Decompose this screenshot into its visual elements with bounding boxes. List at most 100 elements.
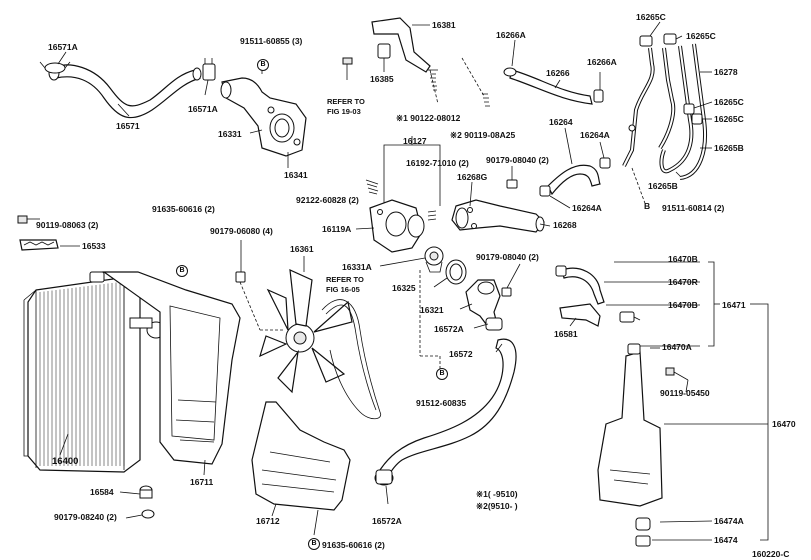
label-16470B-2: 16470B	[668, 300, 698, 310]
thermostat-16331A	[424, 246, 444, 273]
label-16325: 16325	[392, 283, 416, 293]
label-92122-60828: 92122-60828 (2)	[296, 195, 359, 205]
label-16264: 16264	[549, 117, 573, 127]
label-90179-06080: 90179-06080 (4)	[210, 226, 273, 236]
bracket-16381	[371, 17, 431, 73]
label-90179-08040-mid: 90179-08040 (2)	[476, 252, 539, 262]
label-16572: 16572	[449, 349, 473, 359]
label-16470A: 16470A	[662, 342, 692, 352]
note-1: ※1( -9510)	[476, 489, 518, 499]
label-16712: 16712	[256, 516, 280, 526]
label-16278: 16278	[714, 67, 738, 77]
label-16385: 16385	[370, 74, 394, 84]
badge-b-91635-bottom: B	[308, 538, 320, 550]
label-16265C-1: 16265C	[636, 12, 666, 22]
bracket-16127	[383, 144, 441, 152]
label-16571: 16571	[116, 121, 140, 131]
fan-16361	[259, 269, 353, 394]
label-90179-08040-top: 90179-08040 (2)	[486, 155, 549, 165]
bolt-90119-05450	[665, 367, 689, 381]
badge-b-91635-top: B	[176, 265, 188, 277]
label-refer-1903-line2: FIG 19-03	[327, 107, 361, 116]
label-16381: 16381	[432, 20, 456, 30]
shroud-16712	[251, 401, 351, 511]
label-16266A-left: 16266A	[496, 30, 526, 40]
label-16572A-bottom: 16572A	[372, 516, 402, 526]
label-16341: 16341	[284, 170, 308, 180]
label-16711: 16711	[190, 477, 214, 487]
bolt-90122	[342, 57, 439, 105]
label-91512-60835: 91512-60835	[416, 398, 467, 408]
label-91511-60814: 91511-60814 (2)	[662, 203, 725, 213]
hose-16266	[503, 67, 604, 105]
label-refer-1605-line2: FIG 16-05	[326, 285, 360, 294]
stud-92122	[365, 179, 379, 195]
label-16266: 16266	[546, 68, 570, 78]
label-16474A: 16474A	[714, 516, 744, 526]
fan-belt	[321, 299, 382, 420]
label-16268: 16268	[553, 220, 577, 230]
label-16127: 16127	[403, 136, 427, 146]
label-refer-1605-line1: REFER TO	[326, 275, 364, 284]
water-inlet-16268	[451, 199, 545, 233]
hose-16572	[379, 338, 517, 477]
label-16264A-top: 16264A	[580, 130, 610, 140]
label-90122-08012: ※1 90122-08012	[396, 113, 461, 123]
clamp-16571A-left	[39, 61, 71, 74]
label-16584: 16584	[90, 487, 114, 497]
label-16321: 16321	[420, 305, 444, 315]
label-refer-1903-line1: REFER TO	[327, 97, 365, 106]
clamp-16572A-bottom	[374, 469, 394, 486]
label-91511-60855: 91511-60855 (3)	[240, 36, 303, 46]
note-2: ※2(9510- )	[476, 501, 518, 511]
bracket-16581	[559, 303, 601, 327]
label-16265C-2: 16265C	[686, 31, 716, 41]
reservoir-16470	[597, 343, 663, 547]
label-16265C-3: 16265C	[714, 97, 744, 107]
label-16268G: 16268G	[457, 172, 488, 182]
badge-b: B	[257, 59, 269, 71]
cap-16470B	[619, 311, 641, 323]
badge-b-91512: B	[436, 368, 448, 380]
label-91511-60814-badge: B	[644, 201, 651, 211]
bolt-90119-08A25	[461, 57, 490, 107]
bolt-90119-08063	[17, 215, 40, 224]
figure-code: 160220-C	[752, 549, 790, 559]
label-16331: 16331	[218, 129, 242, 139]
stud-16192	[427, 210, 437, 221]
clamp-16571A-right	[202, 58, 216, 81]
cap-16584	[139, 485, 153, 499]
radiator-16400	[23, 271, 166, 473]
seal-16533	[19, 239, 59, 251]
hose-16571	[48, 64, 202, 119]
label-16571A-top: 16571A	[48, 42, 78, 52]
pipe-16278	[622, 33, 707, 180]
label-16581: 16581	[554, 329, 578, 339]
label-16119A: 16119A	[322, 224, 352, 234]
label-16470: 16470	[772, 419, 796, 429]
water-outlet-16331	[220, 77, 307, 157]
label-90119-08063: 90119-08063 (2)	[36, 220, 99, 230]
label-16533: 16533	[82, 241, 106, 251]
label-16361: 16361	[290, 244, 314, 254]
shroud-16711	[102, 271, 241, 465]
label-16264A-bottom: 16264A	[572, 203, 602, 213]
label-90119-05450: 90119-05450	[660, 388, 710, 398]
label-16192-71010: 16192-71010 (2)	[406, 158, 469, 168]
hose-16470R	[555, 265, 605, 305]
label-16266A-right: 16266A	[587, 57, 617, 67]
label-16400: 16400	[52, 456, 79, 467]
label-16572A-top: 16572A	[434, 324, 464, 334]
plug-90179-08240	[141, 509, 155, 519]
hose-16264	[539, 157, 611, 197]
label-16471: 16471	[722, 300, 746, 310]
label-16470B-1: 16470B	[668, 254, 698, 264]
label-91635-60616-bottom: 91635-60616 (2)	[322, 540, 385, 550]
label-16265B-2: 16265B	[648, 181, 678, 191]
label-16265B-1: 16265B	[714, 143, 744, 153]
gasket-16325	[445, 259, 467, 285]
label-90179-08240: 90179-08240 (2)	[54, 512, 117, 522]
inlet-16321	[465, 279, 503, 331]
